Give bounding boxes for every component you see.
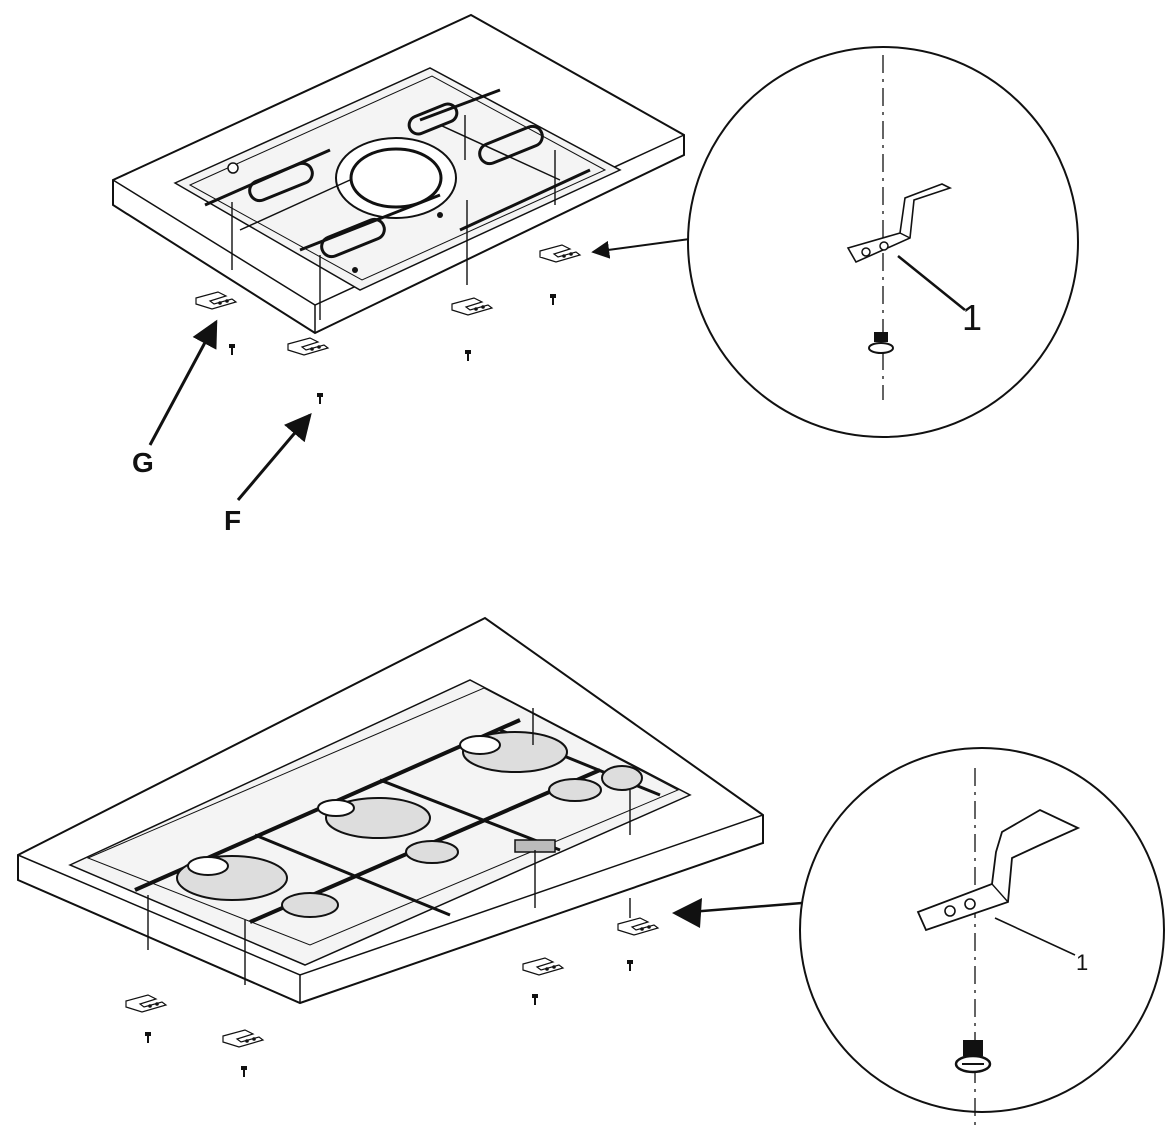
screw-icon xyxy=(144,1031,152,1044)
bracket-icon xyxy=(846,183,953,264)
bracket-icon xyxy=(617,917,659,936)
bracket-icon xyxy=(195,291,237,310)
bottom-callouts xyxy=(672,898,803,928)
bracket-icon xyxy=(916,808,1081,932)
bracket-icon xyxy=(451,297,493,316)
screw-icon xyxy=(531,993,539,1006)
screw-icon xyxy=(868,332,894,354)
bracket-icon xyxy=(222,1029,264,1048)
screw-icon xyxy=(228,343,236,356)
bottom-brackets xyxy=(125,898,659,1078)
label-g: G xyxy=(132,447,154,478)
screw-icon xyxy=(464,349,472,362)
bracket-icon xyxy=(287,337,329,356)
screw-icon xyxy=(549,293,557,306)
screw-icon xyxy=(954,1040,992,1074)
top-hood xyxy=(112,13,685,335)
label-part-1-bottom: 1 xyxy=(1076,950,1088,975)
bracket-icon xyxy=(539,244,581,263)
bracket-icon xyxy=(125,994,167,1013)
screw-icon xyxy=(316,392,324,405)
bracket-icon xyxy=(522,957,564,976)
bottom-hood xyxy=(17,616,764,1005)
top-callouts: G F xyxy=(132,235,713,536)
screw-icon xyxy=(240,1065,248,1078)
screw-icon xyxy=(626,959,634,972)
label-f: F xyxy=(224,505,241,536)
label-part-1: 1 xyxy=(962,297,982,338)
top-detail-circle: 1 xyxy=(687,46,1079,438)
bottom-detail-circle: 1 xyxy=(799,747,1165,1125)
